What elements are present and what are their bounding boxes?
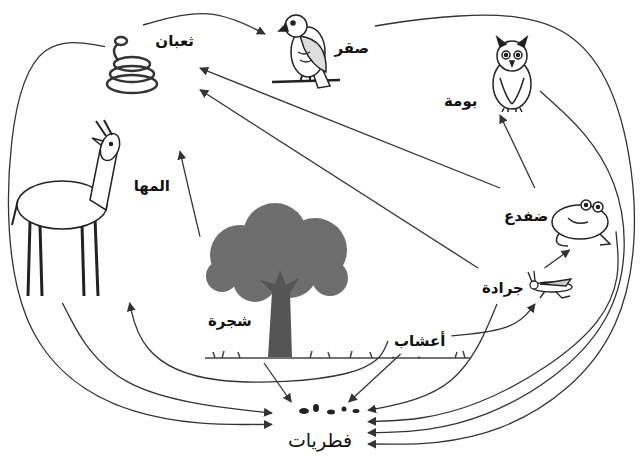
feeding-arrow (130, 303, 388, 382)
feeding-arrow (368, 231, 618, 421)
feeding-arrow (180, 151, 200, 236)
organism-node: شجرة (200, 205, 360, 363)
tree-picture (206, 203, 348, 357)
organism-node: ضفدع (500, 188, 616, 250)
feeding-arrow (200, 68, 500, 188)
feeding-arrow (368, 15, 634, 444)
organism-label: أعشاب (392, 331, 447, 351)
organism-label: ضفدع (502, 206, 550, 226)
organism-label: بومة (442, 91, 479, 111)
organism-label: فطريات (286, 430, 354, 450)
feeding-arrow (368, 91, 624, 433)
organism-node: صقر (265, 10, 375, 90)
organism-label: جرادة (480, 278, 526, 298)
feeding-arrow (200, 90, 478, 268)
organism-label: المها (132, 176, 172, 196)
organism-node: فطريات (272, 402, 368, 458)
organism-node: المها (12, 118, 180, 303)
fungi-picture (299, 404, 360, 415)
grass-ground (205, 351, 470, 358)
feeding-arrow (8, 43, 272, 425)
owl-picture (493, 37, 531, 112)
locust-picture (528, 271, 572, 298)
organism-node: أعشاب (388, 328, 451, 354)
feeding-arrow (62, 303, 272, 413)
feeding-arrow (349, 354, 401, 402)
organism-label: ثعبان (153, 31, 196, 51)
organism-label: صقر (332, 38, 371, 58)
feeding-arrow (264, 363, 291, 402)
organism-node: بومة (440, 35, 540, 115)
feeding-arrow (500, 115, 535, 188)
falcon-picture (272, 15, 340, 88)
organism-label: شجرة (206, 311, 254, 331)
organism-node: جرادة (478, 268, 573, 304)
frog-picture (552, 200, 610, 246)
snake-picture (107, 37, 157, 93)
feeding-arrow (545, 250, 570, 268)
oryx-picture (12, 120, 123, 296)
organism-node: ثعبان (105, 25, 200, 97)
feeding-arrow (368, 304, 497, 410)
feeding-arrow (451, 304, 535, 336)
